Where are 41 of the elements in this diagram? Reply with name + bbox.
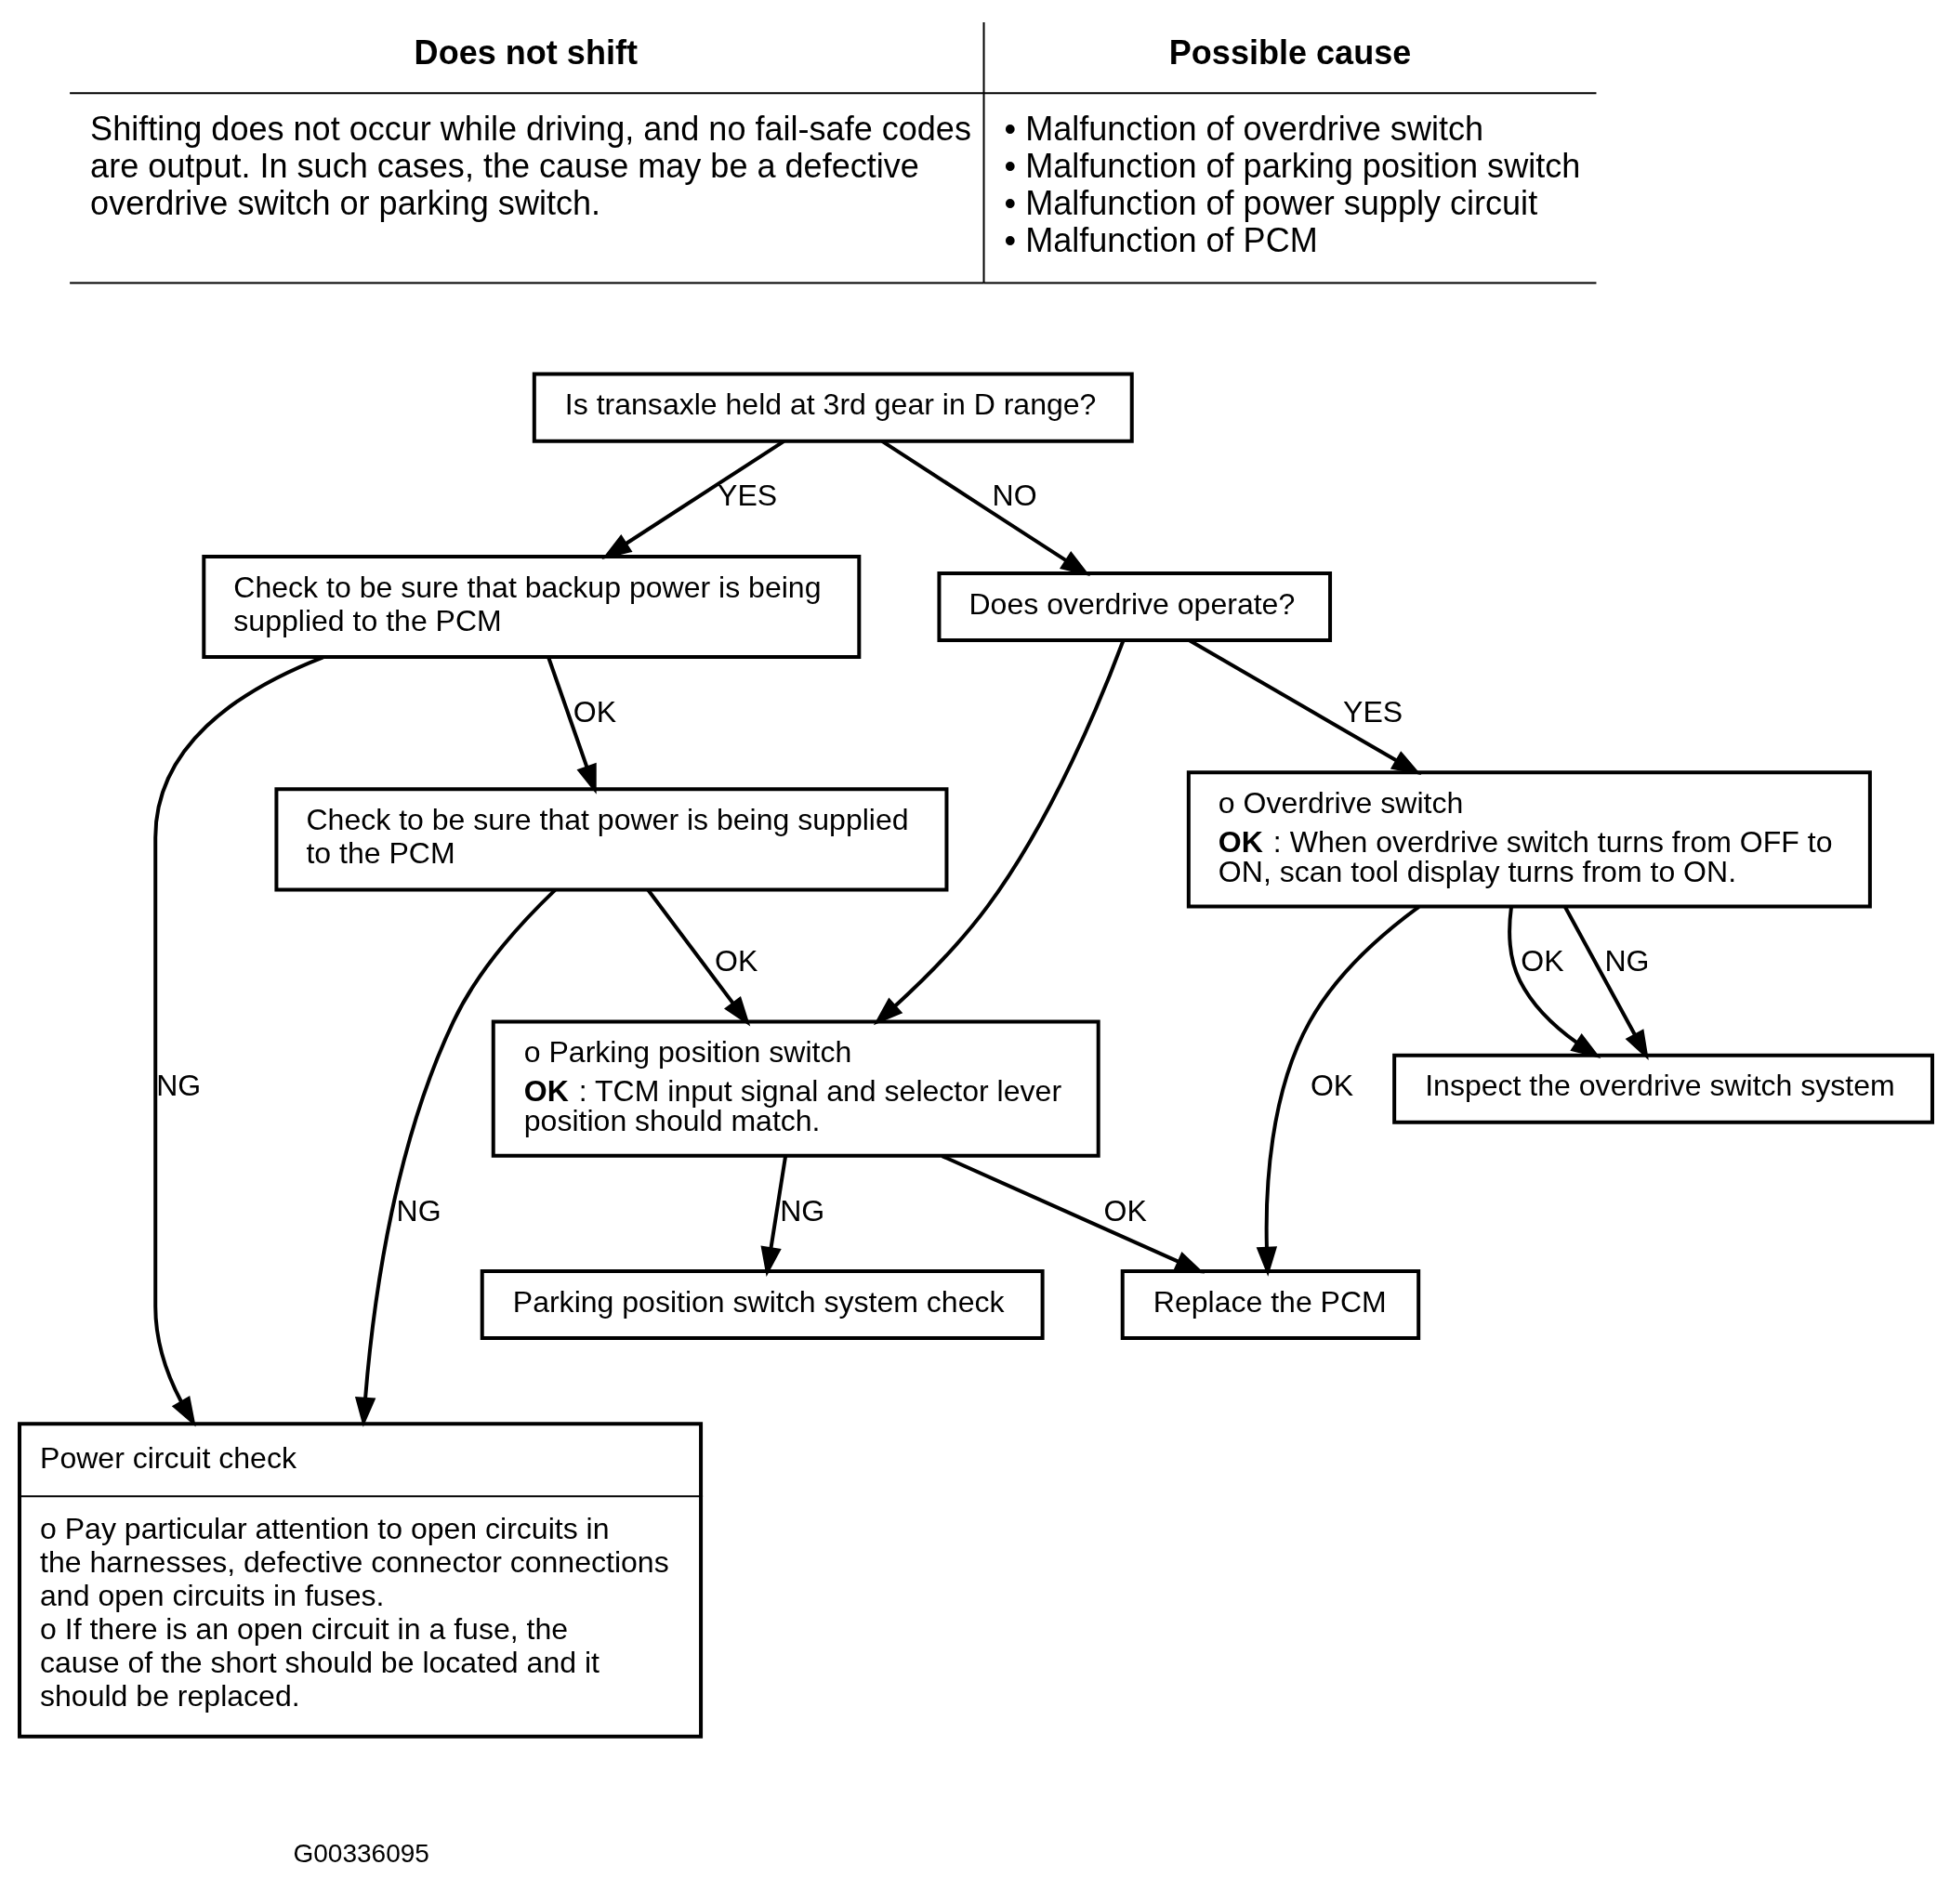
node-box: Check to be sure that backup power is being supplied to the PCM: [202, 554, 862, 660]
label: • Malfunction of power supply circuit: [1004, 184, 1538, 223]
node-box: o Overdrive switch OK : When overdrive switch turns from OFF to ON, scan tool display turns from to ON.: [1186, 770, 1872, 909]
edge-label: OK: [1521, 944, 1564, 978]
arrow: [881, 440, 1090, 576]
edge-label: OK: [1103, 1193, 1147, 1228]
edge-label: NG: [780, 1193, 825, 1228]
arrow: [1256, 905, 1420, 1277]
edge-label: OK: [1310, 1069, 1354, 1103]
node-box: Check to be sure that power is being supplied to the PCM: [274, 787, 949, 892]
arrow: [646, 888, 751, 1027]
arrow: [601, 440, 785, 559]
label: • Malfunction of PCM: [1004, 221, 1318, 260]
edge-label: NO: [992, 479, 1037, 513]
arrow: [354, 888, 557, 1427]
node-box: o Parking position switch OK : TCM input signal and selector lever position should match.: [491, 1019, 1100, 1158]
arrow: [873, 640, 1126, 1026]
label: Shifting does not occur while driving, and no fail-safe codes are output. In such cases, the cause may be a defective overdrive switch or parking switch.: [90, 110, 971, 223]
edge-label: OK: [714, 944, 758, 978]
edge-label: NG: [156, 1069, 202, 1103]
node-box: Is transaxle held at 3rd gear in D range?: [532, 372, 1134, 443]
label: G00336095: [293, 1839, 429, 1869]
arrow: [1562, 905, 1649, 1060]
edge-label: NG: [396, 1193, 441, 1228]
node-box: Replace the PCM: [1120, 1269, 1421, 1341]
node-box: Does overdrive operate?: [937, 571, 1333, 643]
node-box: Parking position switch system check: [480, 1269, 1045, 1341]
edge-label: OK: [573, 694, 617, 729]
label: Possible cause: [1168, 33, 1412, 72]
edge-label: NG: [1604, 944, 1650, 978]
label: Does not shift: [414, 33, 638, 72]
label: • Malfunction of parking position switch: [1004, 147, 1581, 186]
arrow: [547, 656, 597, 794]
arrow: [1188, 638, 1422, 775]
edge-label: YES: [1343, 694, 1403, 729]
arrow: [941, 1154, 1206, 1274]
label: • Malfunction of overdrive switch: [1004, 110, 1484, 149]
arrow: [1508, 906, 1601, 1058]
edge-label: YES: [718, 479, 778, 513]
arrow: [760, 1155, 788, 1277]
node-box: Inspect the overdrive switch system: [1392, 1053, 1934, 1124]
